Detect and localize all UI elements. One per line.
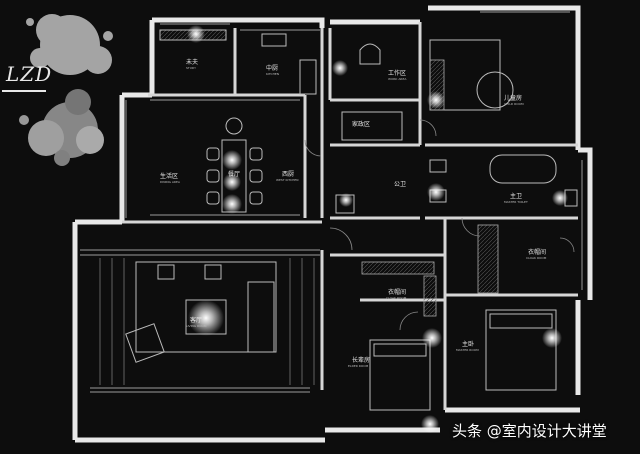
room-sub-kitchen: KITCHEN — [266, 72, 279, 76]
room-label-cloakroom-right: 衣帽间 — [528, 248, 546, 256]
room-sub-west-kitchen: WEST KITCHEN — [276, 178, 299, 182]
door-swings — [304, 119, 575, 331]
room-label-cloakroom-mid: 衣帽间 — [388, 288, 406, 296]
window-lines — [80, 11, 583, 393]
room-label-balcony-top: 未夫 — [186, 58, 198, 66]
room-sub-balcony-top: STUDY — [186, 66, 196, 70]
room-label-laundry: 家政区 — [352, 120, 370, 128]
room-label-workroom: 工作区 — [388, 69, 406, 77]
ink-splash-decoration — [26, 14, 113, 75]
room-label-public-bath: 公卫 — [394, 181, 406, 188]
room-sub-living: LIVING ROOM — [186, 324, 207, 328]
ceiling-lights — [187, 25, 568, 433]
beds — [369, 39, 557, 411]
room-label-dining-balcony: 生活区 — [160, 172, 178, 180]
room-label-elder-bed: 长辈房 — [352, 356, 370, 364]
inner-walls — [122, 22, 578, 410]
room-label-kitchen: 中厨 — [266, 64, 278, 72]
room-sub-master-bed: MASTER ROOM — [456, 348, 479, 352]
room-sub-cloakroom-mid: CLOAK ROOM — [386, 296, 407, 300]
room-label-living: 客厅 — [190, 316, 202, 324]
room-sub-elder-bed: ELDER ROOM — [348, 364, 369, 368]
room-labels: 未夫 STUDY 中厨 KITCHEN 工作区 WORK AREA 儿童房 CH… — [160, 58, 547, 368]
room-sub-child-room: CHILD ROOM — [504, 102, 524, 106]
brand-logo: LZD — [6, 62, 53, 86]
room-sub-workroom: WORK AREA — [388, 77, 407, 81]
outer-walls — [72, 5, 593, 443]
logo-underline — [2, 90, 46, 92]
room-label-dining: 餐厅 — [228, 170, 240, 178]
room-sub-master-bath: MASTER TOILET — [504, 200, 528, 204]
ink-splash-decoration-lower — [19, 89, 104, 166]
room-label-master-bed: 主卧 — [462, 340, 474, 348]
room-sub-dining-balcony: DINING AREA — [160, 180, 181, 184]
room-label-west-kitchen: 西厨 — [282, 171, 294, 178]
balcony-railing — [99, 258, 315, 385]
source-watermark: 头条 @室内设计大讲堂 — [452, 422, 607, 440]
room-label-child-room: 儿童房 — [504, 94, 522, 102]
room-label-master-bath: 主卫 — [510, 192, 522, 200]
room-sub-cloakroom-right: CLOAK ROOM — [526, 256, 547, 260]
